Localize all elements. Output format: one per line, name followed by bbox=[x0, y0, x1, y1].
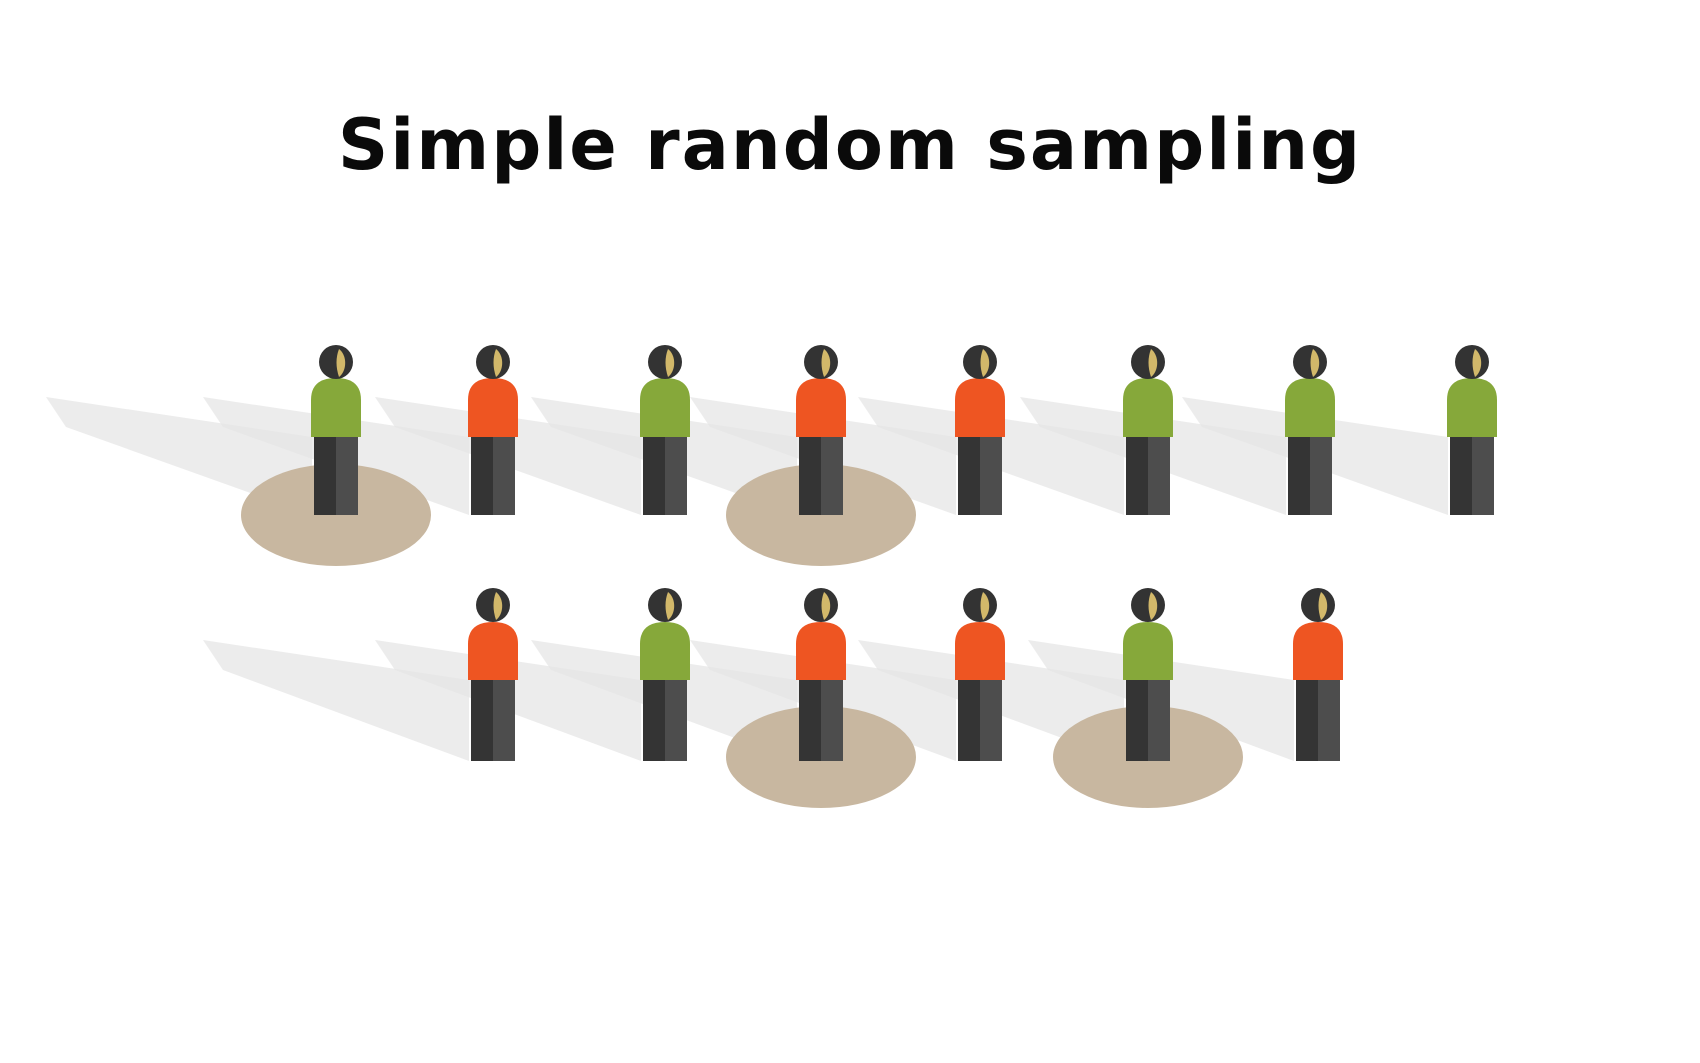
person-icon bbox=[1285, 345, 1335, 515]
person-icon bbox=[1447, 345, 1497, 515]
person-icon bbox=[468, 345, 518, 515]
person-icon bbox=[955, 345, 1005, 515]
person-icon bbox=[796, 345, 846, 515]
person-icon bbox=[955, 588, 1005, 761]
person-icon bbox=[1123, 345, 1173, 515]
person-icon bbox=[640, 345, 690, 515]
person-icon bbox=[1293, 588, 1343, 761]
person-icon bbox=[311, 345, 361, 515]
person-shadow bbox=[46, 397, 312, 515]
person-icon bbox=[640, 588, 690, 761]
person-icon bbox=[1123, 588, 1173, 761]
person-icon bbox=[468, 588, 518, 761]
diagram-title: Simple random sampling bbox=[337, 104, 1363, 186]
person-icon bbox=[796, 588, 846, 761]
